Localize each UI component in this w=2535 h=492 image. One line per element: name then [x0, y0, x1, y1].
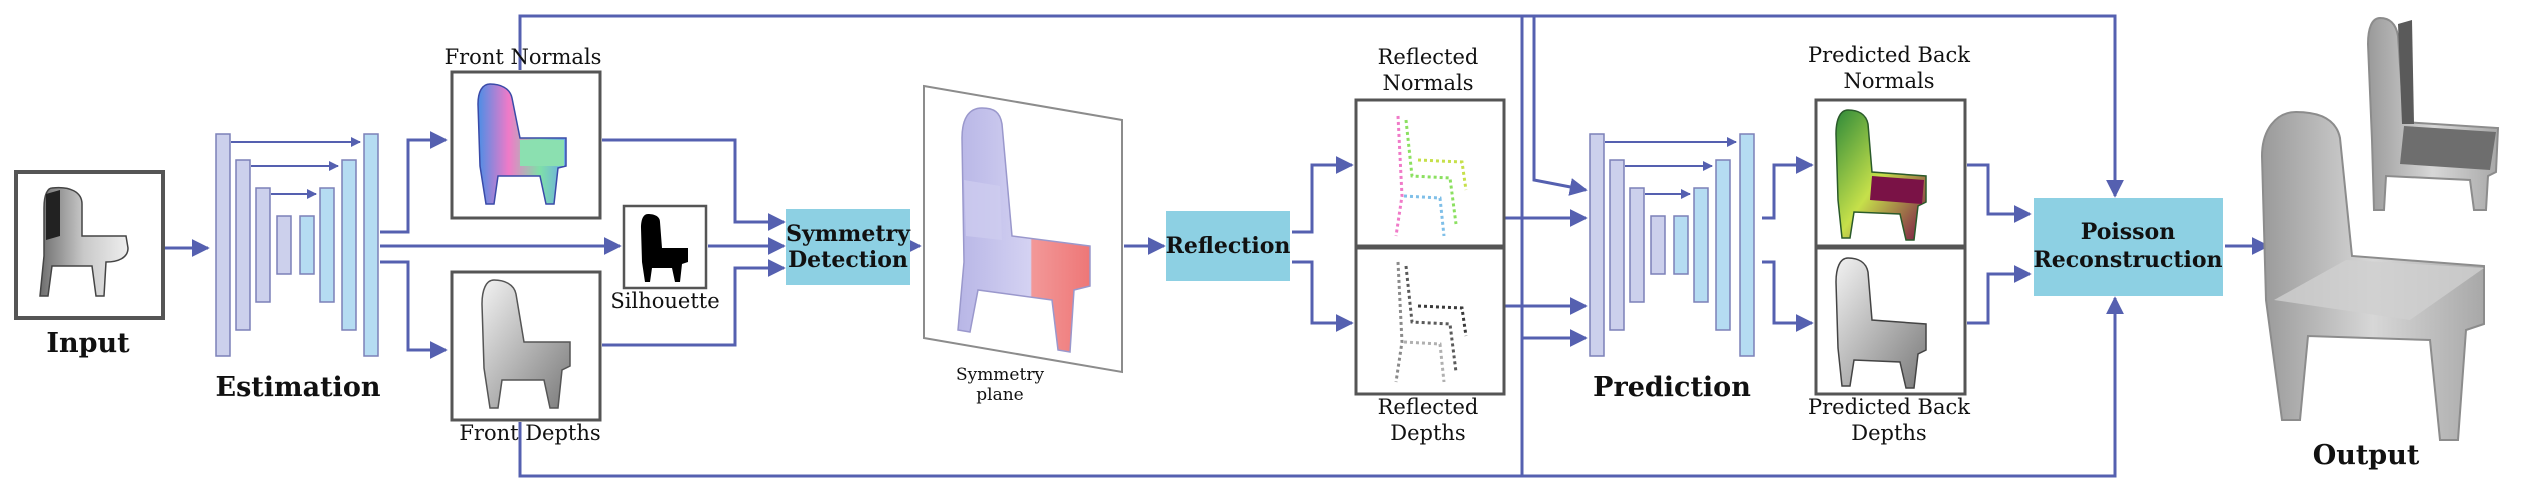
arrow-back-normals-to-poisson — [1967, 163, 2032, 223]
output-chair-main — [2260, 110, 2485, 441]
front-normals-image — [477, 83, 567, 205]
poisson-reconstruction-line1: Poisson — [2081, 219, 2175, 245]
poisson-reconstruction-rect — [2034, 198, 2223, 296]
silhouette-stage: Silhouette — [610, 204, 720, 313]
predicted-back-normals-image — [1835, 109, 1927, 241]
symmetry-detection-line2: Detection — [788, 247, 908, 273]
arrow-estimation-to-front-depths — [380, 260, 448, 359]
poisson-reconstruction-box: Poisson Reconstruction — [2033, 198, 2223, 296]
symmetry-plane-stage: Symmetry plane — [923, 84, 1123, 405]
estimation-layer — [363, 133, 379, 357]
poisson-reconstruction-line2: Reconstruction — [2033, 247, 2222, 273]
estimation-layer — [341, 159, 357, 331]
symmetry-plane-label-line1: Symmetry — [956, 365, 1045, 385]
output-label: Output — [2313, 440, 2420, 471]
predicted-back-normals-label-line2: Normals — [1844, 69, 1935, 93]
arrow-prediction-to-back-normals — [1762, 156, 1814, 220]
prediction-skip-connections — [1605, 137, 1737, 199]
prediction-layer — [1673, 215, 1689, 275]
reflection-box: Reflection — [1166, 211, 1291, 281]
arrow-top-skip-to-poisson — [1534, 14, 2124, 198]
front-normals-stage: Front Normals — [445, 45, 602, 220]
symmetry-plane-label-line2: plane — [976, 385, 1023, 405]
predicted-back-depths-label-line2: Depths — [1851, 421, 1926, 445]
input-stage: Input — [14, 170, 165, 359]
reflected-depths-frame — [1354, 246, 1506, 396]
front-normals-label: Front Normals — [445, 45, 602, 69]
symmetry-detection-line1: Symmetry — [786, 221, 911, 247]
predicted-back-depths-label-line1: Predicted Back — [1808, 395, 1970, 419]
estimation-layer — [215, 133, 231, 357]
symmetry-plane-chair — [957, 107, 1091, 353]
estimation-layer — [319, 187, 335, 303]
front-depths-label: Front Depths — [459, 421, 600, 445]
reflection-label: Reflection — [1166, 233, 1291, 259]
input-label: Input — [46, 328, 130, 359]
arrow-bottom-skip-to-prediction — [518, 296, 2124, 478]
arrow-front-normals-to-symmetry — [602, 138, 786, 231]
symmetry-plane-quad — [923, 84, 1123, 374]
arrow-front-depths-to-symmetry — [602, 259, 786, 347]
estimation-label: Estimation — [216, 372, 381, 403]
prediction-layer — [1589, 133, 1605, 357]
flow-arrows — [164, 14, 2270, 478]
input-chair-image — [39, 186, 129, 297]
estimation-layer — [276, 215, 292, 275]
prediction-layer — [1715, 159, 1731, 331]
output-stage: Output — [2260, 16, 2500, 471]
reflected-normals-frame — [1354, 98, 1506, 248]
predicted-back-depths-image — [1835, 257, 1927, 389]
prediction-layer — [1693, 187, 1709, 303]
output-chair-back-view — [2366, 16, 2500, 211]
arrow-prediction-to-back-depths — [1762, 260, 1814, 332]
silhouette-frame — [622, 204, 708, 290]
prediction-layer — [1629, 187, 1645, 303]
arrow-estimation-to-front-normals — [380, 131, 448, 234]
predicted-back-stage: Predicted Back Normals Predicted Back De… — [1808, 43, 1970, 445]
reflected-depths-label-line2: Depths — [1390, 421, 1465, 445]
estimation-layer — [235, 159, 251, 331]
prediction-layer — [1609, 159, 1625, 331]
estimation-layer — [299, 215, 315, 275]
front-depths-image — [481, 279, 571, 409]
arrow-bottom-branch-to-prediction — [1520, 329, 1588, 476]
arrow-back-depths-to-poisson — [1967, 265, 2032, 325]
estimation-layer — [255, 187, 271, 303]
arrow-reflection-to-reflected-depths — [1292, 260, 1354, 332]
front-depths-stage: Front Depths — [450, 270, 602, 445]
reflected-stage: Reflected Normals Reflected Depths — [1354, 45, 1506, 445]
arrow-reflection-to-reflected-normals — [1292, 156, 1354, 234]
reflected-normals-label-line2: Normals — [1383, 71, 1474, 95]
prediction-layer — [1739, 133, 1755, 357]
reflected-normals-image — [1394, 115, 1468, 237]
estimation-network — [215, 133, 379, 357]
symmetry-detection-rect — [786, 209, 910, 285]
reflected-depths-image — [1394, 261, 1468, 383]
reflected-normals-label-line1: Reflected — [1378, 45, 1479, 69]
silhouette-image — [641, 214, 688, 282]
predicted-back-normals-label-line1: Predicted Back — [1808, 43, 1970, 67]
reflected-depths-label-line1: Reflected — [1378, 395, 1479, 419]
symmetry-detection-box: Symmetry Detection — [786, 209, 911, 285]
prediction-network — [1589, 133, 1755, 357]
estimation-skip-connections — [231, 137, 361, 199]
silhouette-label: Silhouette — [610, 289, 719, 313]
prediction-label: Prediction — [1593, 372, 1751, 403]
prediction-layer — [1650, 215, 1666, 275]
reflection-rect — [1166, 211, 1290, 281]
